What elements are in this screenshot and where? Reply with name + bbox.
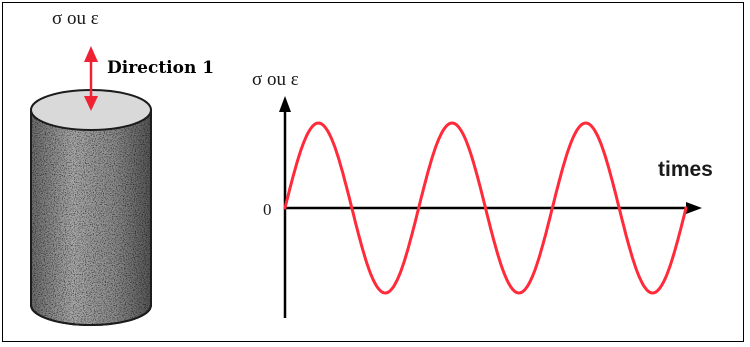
direction-label: Direction 1: [107, 58, 214, 78]
origin-label: 0: [263, 200, 272, 220]
y-axis-label: σ ou ε: [252, 69, 299, 91]
specimen-cylinder: [31, 90, 151, 325]
x-axis-label: times: [658, 158, 713, 182]
chart-axes: [279, 96, 702, 318]
y-axis-arrowhead: [279, 96, 291, 112]
specimen-top-label: σ ou ε: [52, 8, 99, 30]
x-axis-arrowhead: [686, 202, 702, 214]
